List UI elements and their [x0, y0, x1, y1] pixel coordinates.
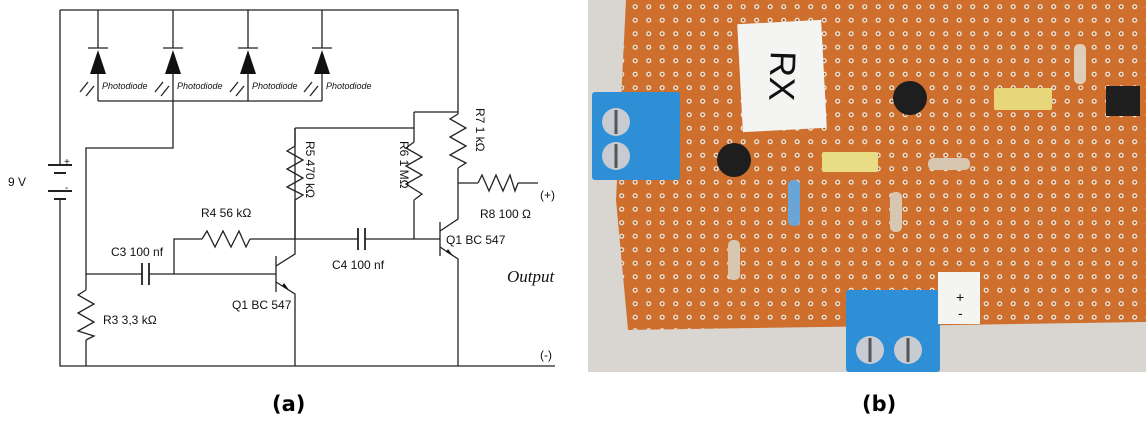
resistor-r8: [477, 173, 519, 194]
resistor-r4: [201, 229, 251, 249]
transistor-photo-1: [717, 143, 751, 177]
transistor-q1b-emitter-arrow: [446, 249, 453, 256]
rx-label-text: RX: [761, 50, 804, 101]
capacitor-photo-1: [994, 88, 1052, 110]
resistor-r5: [285, 145, 305, 201]
output-plus-label: (+): [540, 188, 555, 202]
r4-label: R4 56 kΩ: [201, 206, 251, 220]
q1b-label: Q1 BC 547: [446, 233, 506, 247]
r5-label: R5 470 kΩ: [303, 141, 317, 198]
resistor-photo-3: [890, 192, 902, 232]
panel-label-a: (a): [272, 392, 306, 416]
photodiode-1: [79, 47, 108, 97]
q1a-label: Q1 BC 547: [232, 298, 292, 312]
r8-label: R8 100 Ω: [480, 207, 531, 221]
capacitor-photo-2: [822, 152, 878, 172]
terminal-plus-mark: +: [956, 289, 964, 305]
c3-label: C3 100 nf: [111, 245, 164, 259]
resistor-photo-1: [788, 180, 800, 226]
panel-label-b: (b): [862, 392, 897, 416]
battery-minus-sign: -: [65, 183, 68, 194]
r7-label: R7 1 kΩ: [473, 108, 487, 152]
circuit-schematic: Photodiode Photodiode Photodiode Photodi…: [8, 9, 556, 367]
resistor-photo-4: [928, 158, 970, 170]
circuit-wires: [59, 9, 555, 367]
resistor-photo-5: [1074, 44, 1086, 84]
photodiode-3: [229, 47, 258, 97]
photodiode-label-4: Photodiode: [326, 81, 372, 91]
battery-symbol: [48, 164, 72, 200]
output-label: Output: [507, 267, 556, 286]
photodiode-label-1: Photodiode: [102, 81, 148, 91]
circuit-board-photo: RX + -: [588, 0, 1146, 372]
terminal-block-bottom: + -: [846, 272, 980, 372]
terminal-block-left: [592, 92, 680, 180]
terminal-minus-mark: -: [958, 305, 963, 321]
rx-label-card: RX: [737, 19, 827, 133]
output-minus-label: (-): [540, 348, 552, 362]
c4-label: C4 100 nf: [332, 258, 385, 272]
capacitor-c3: [141, 263, 150, 285]
transistor-photo-2: [893, 81, 927, 115]
photodiode-4: [303, 47, 332, 97]
resistor-r3: [76, 289, 96, 341]
battery-label: 9 V: [8, 175, 26, 189]
resistor-r7: [448, 113, 468, 169]
sensor-photo: [1106, 86, 1140, 116]
resistor-r6: [404, 141, 424, 201]
battery-plus-sign: +: [64, 157, 70, 168]
capacitor-c4: [357, 228, 366, 250]
resistor-photo-2: [728, 240, 740, 280]
r6-label: R6 1 MΩ: [397, 141, 411, 189]
transistor-q1a-emitter-arrow: [282, 283, 289, 290]
photodiode-label-2: Photodiode: [177, 81, 223, 91]
photodiode-2: [154, 47, 183, 97]
r3-label: R3 3,3 kΩ: [103, 313, 157, 327]
photodiode-label-3: Photodiode: [252, 81, 298, 91]
